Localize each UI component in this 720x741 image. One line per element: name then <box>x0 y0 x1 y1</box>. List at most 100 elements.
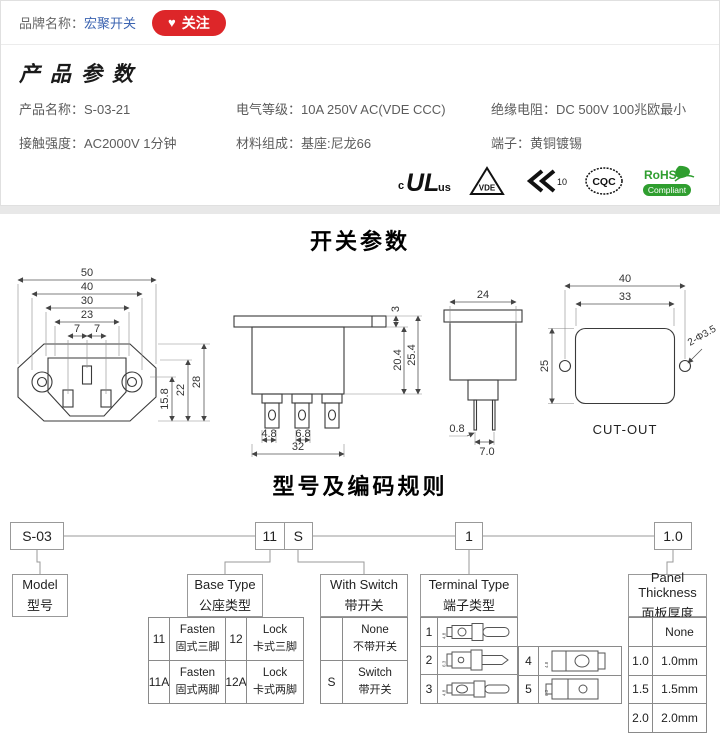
dim-28: 28 <box>191 376 203 388</box>
code-box-base-switch: 11 S <box>255 522 313 550</box>
svg-text:Compliant: Compliant <box>648 185 687 195</box>
base-code-11A: 11A <box>149 661 170 704</box>
dim-25.4: 25.4 <box>406 344 418 365</box>
param-terminal: 端子：黄铜镀锡 <box>491 136 583 151</box>
switch-params-heading: 开关参数 <box>309 229 410 254</box>
svg-text:CQC: CQC <box>592 176 616 188</box>
terminal-type-table-ext: 4 4.8 5 6.3 <box>518 646 622 704</box>
dim-23: 23 <box>81 309 93 321</box>
terminal-num-3: 3 <box>421 675 438 704</box>
product-params-grid: 产品名称：S-03-21 电气等级：10A 250V AC(VDE CCC) 绝… <box>1 97 719 152</box>
dim-40: 40 <box>81 281 93 293</box>
panel-code-1.0: 1.0 <box>629 646 653 676</box>
terminal-3-drawing: 4.8 <box>441 680 509 698</box>
panel-value-2.0: 2.0mm <box>653 704 707 733</box>
dim-6.8: 6.8 <box>295 428 310 440</box>
terminal-type-table: 1 4.8 2 <box>420 617 518 704</box>
switch-code-none <box>321 618 343 661</box>
param-product-name: 产品名称：S-03-21 <box>19 102 131 117</box>
top-view-drawing <box>443 309 523 431</box>
connector-lines <box>36 535 674 574</box>
terminal-1-drawing: 4.8 <box>441 622 509 641</box>
svg-text:6.3: 6.3 <box>441 661 446 668</box>
terminal-num-1: 1 <box>421 618 438 647</box>
dim-3: 3 <box>390 306 402 312</box>
terminal-image-5: 6.3 <box>539 675 622 704</box>
dim-7-left: 7 <box>74 323 80 335</box>
top-view-dimensions <box>449 299 517 445</box>
enec-icon: 10 <box>526 169 567 193</box>
dim-50: 50 <box>81 267 93 279</box>
panel-code-2.0: 2.0 <box>629 704 653 733</box>
panel-value-1.0: 1.0mm <box>653 646 707 676</box>
terminal-num-4: 4 <box>519 647 539 676</box>
cutout-dimensions <box>548 283 703 405</box>
top-view-labels: 24 0.8 7.0 <box>449 289 494 458</box>
panel-thickness-table: None 1.0 1.0mm 1.5 1.5mm 2.0 2.0mm <box>628 617 707 733</box>
code-box-terminal: 1 <box>455 522 483 550</box>
brand-label: 品牌名称： <box>19 16 85 31</box>
dim-20.4: 20.4 <box>392 349 404 370</box>
dim-33: 33 <box>619 291 631 303</box>
heart-icon: ♥ <box>168 15 176 30</box>
panel-value-1.5: 1.5mm <box>653 675 707 705</box>
param-insulation-resistance: 绝缘电阻：DC 500V 100兆欧最小 <box>491 102 687 117</box>
dim-24: 24 <box>477 289 489 301</box>
terminal-4-drawing: 4.8 <box>544 650 606 672</box>
dim-15.8: 15.8 <box>159 388 171 409</box>
dim-holes: 2-Φ3.5 <box>686 323 719 348</box>
terminal-num-5: 5 <box>519 675 539 704</box>
follow-label: 关注 <box>181 14 210 31</box>
panel-code-1.5: 1.5 <box>629 675 653 705</box>
coding-rules-heading: 型号及编码规则 <box>272 474 448 499</box>
svg-text:4.8: 4.8 <box>441 689 446 696</box>
section-divider <box>0 206 720 214</box>
terminal-2-drawing: 6.3 <box>441 649 509 671</box>
base-code-12: 12 <box>226 618 247 661</box>
panel-code-none <box>629 618 653 647</box>
param-material: 材料组成：基座:尼龙66 <box>236 136 372 151</box>
dim-7.0: 7.0 <box>479 446 494 458</box>
dim-25: 25 <box>539 360 551 372</box>
side-view-dimensions <box>251 315 422 457</box>
svg-text:6.3: 6.3 <box>544 689 549 696</box>
terminal-image-3: 4.8 <box>438 675 518 704</box>
cutout-drawing <box>558 327 692 405</box>
cutout-labels: 40 33 25 2-Φ3.5 CUT-OUT <box>539 273 719 437</box>
dim-7-right: 7 <box>94 323 100 335</box>
terminal-image-4: 4.8 <box>539 647 622 676</box>
svg-text:us: us <box>438 182 451 194</box>
code-box-panel: 1.0 <box>654 522 692 550</box>
rohs-icon: RoHS Compliant <box>643 165 695 196</box>
ul-icon: c UL us <box>398 169 451 197</box>
dim-30: 30 <box>81 295 93 307</box>
dim-4.8: 4.8 <box>261 428 276 440</box>
svg-text:c: c <box>398 180 404 192</box>
panel-value-none: None <box>653 618 707 647</box>
terminal-5-drawing: 6.3 <box>544 678 599 700</box>
svg-text:10: 10 <box>557 177 567 187</box>
brand-link[interactable]: 宏聚开关 <box>84 16 137 31</box>
cutout-caption: CUT-OUT <box>593 422 658 437</box>
svg-text:RoHS: RoHS <box>644 168 677 182</box>
follow-button[interactable]: ♥ 关注 <box>152 9 226 36</box>
dim-0.8: 0.8 <box>449 423 464 435</box>
dim-32: 32 <box>292 441 304 453</box>
side-view-labels: 3 20.4 25.4 4.8 6.8 32 <box>261 306 418 453</box>
code-base: 11 <box>256 523 285 549</box>
front-view-dimensions <box>17 277 210 422</box>
base-code-12A: 12A <box>226 661 247 704</box>
product-info-card: 品牌名称： 宏聚开关 ♥ 关注 产品参数 产品名称：S-03-21 电气等级：1… <box>0 0 720 206</box>
svg-text:4.8: 4.8 <box>441 632 446 639</box>
